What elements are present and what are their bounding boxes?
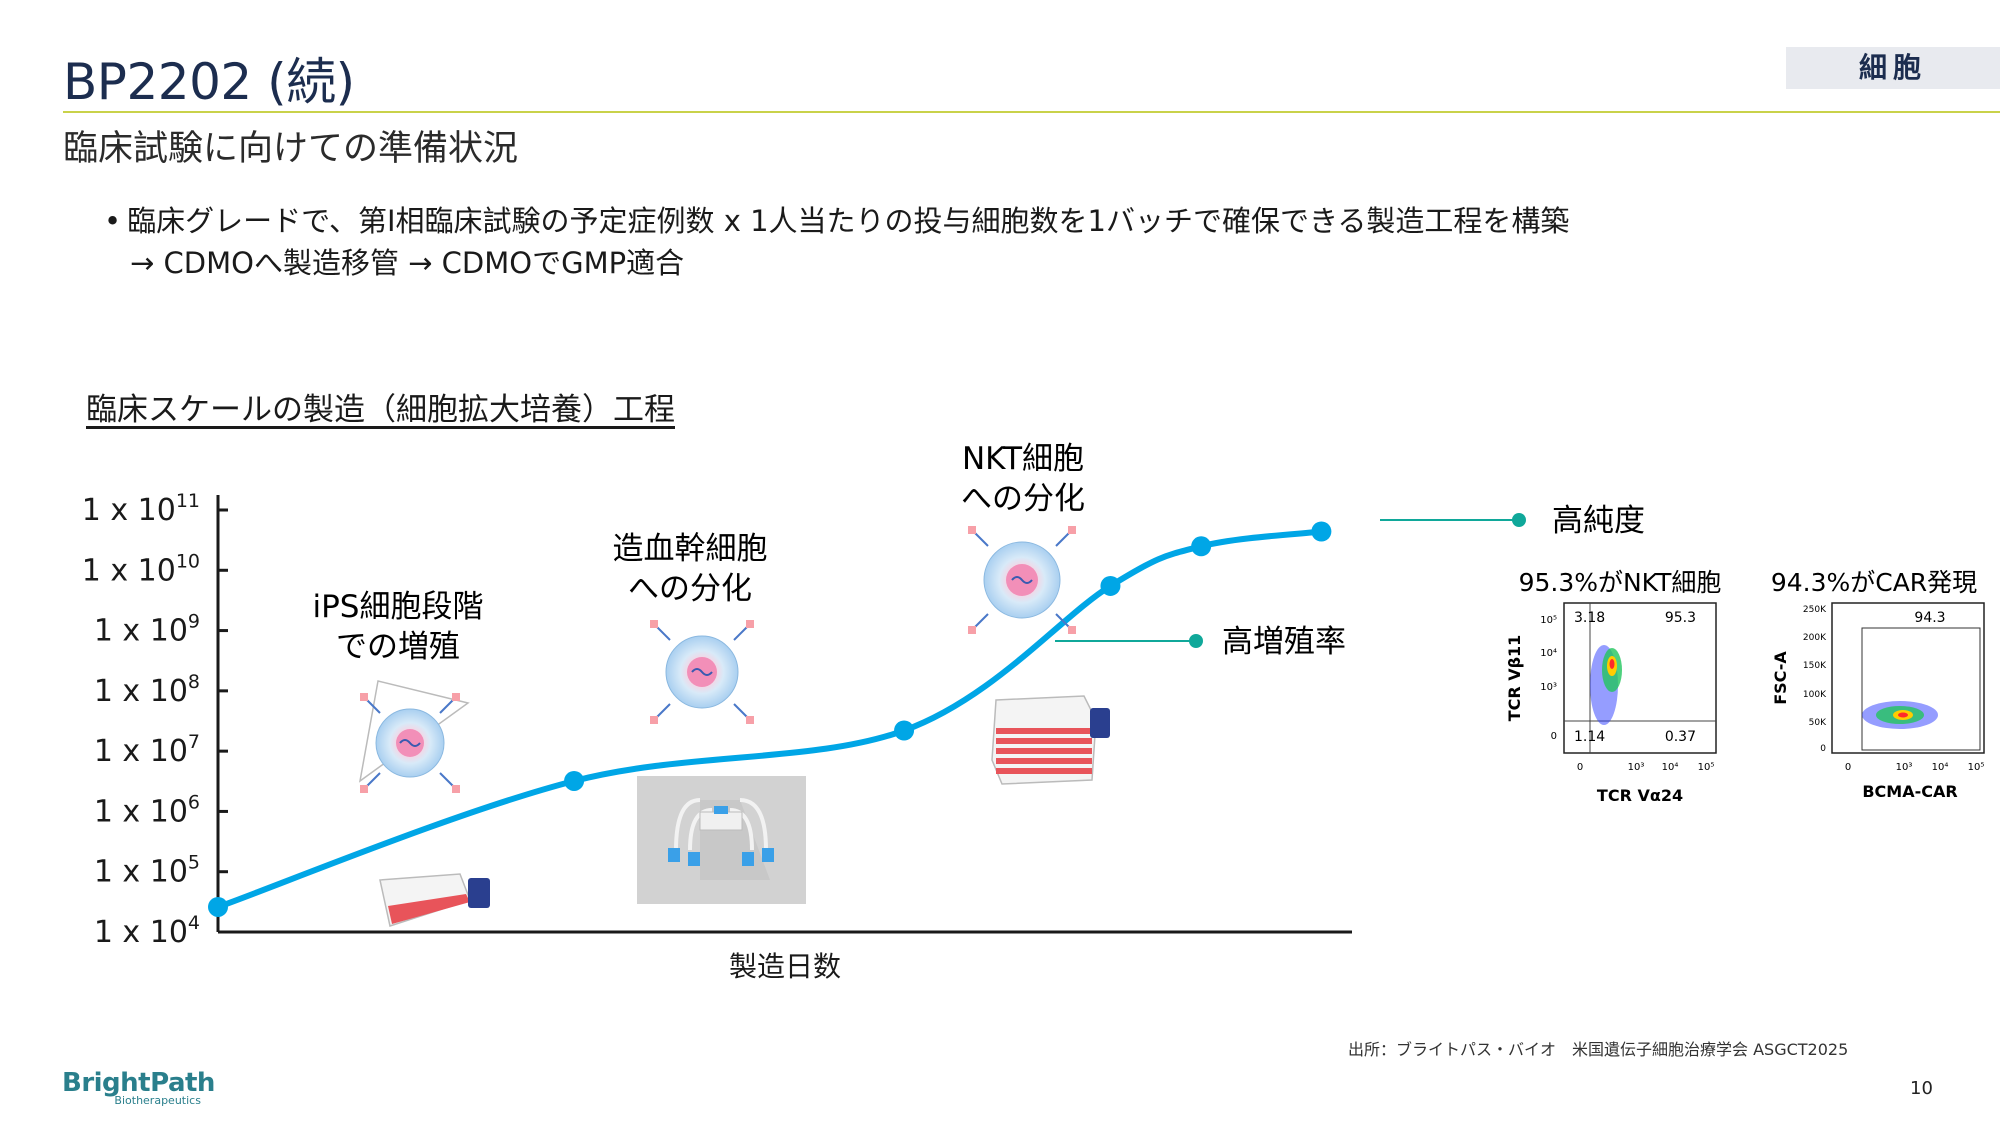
y-tick-label: 1 x 107 [94,731,200,769]
facs-car-gate: 94.3 [1914,610,1945,626]
page-subtitle: 臨床試験に向けての準備状況 [63,129,519,169]
y-tick-label: 1 x 1010 [82,550,200,588]
stage-label-nkt-line1: NKT細胞 [962,441,1084,477]
y-tick-label: 1 x 108 [94,671,200,709]
data-point [1311,521,1332,542]
facs-car-xtick: 0 [1845,762,1851,773]
data-point [1191,536,1212,557]
data-point [208,896,228,917]
y-tick-label: 1 x 104 [94,912,200,950]
facs-nkt-xtick: 0 [1577,762,1583,773]
y-ticks: 1 x 104 1 x 105 1 x 106 1 x 107 1 x 108 1 x 1… [82,490,228,950]
bullet-line-1: 臨床グレードで、第I相臨床試験の予定症例数 x 1人当たりの投与細胞数を1バッチ… [127,204,1570,238]
facs-nkt-xtick: 10³ [1628,762,1645,773]
annotation-high-proliferation: 高増殖率 [1222,624,1346,660]
data-points [208,521,1332,917]
data-point [894,720,915,741]
bullet-line-2: → CDMOへ製造移管 → CDMOでGMP適合 [130,246,685,280]
logo-sub-text: Biotherapeutics [114,1094,201,1107]
y-tick-label: 1 x 109 [94,611,200,649]
facs-car-ytick: 150K [1803,661,1827,671]
category-tag: 細胞 [1786,47,2000,89]
facs-car-xtick: 10⁵ [1968,762,1985,773]
facs-nkt-xtick: 10⁵ [1698,762,1715,773]
source-note: 出所：ブライトパス・バイオ 米国遺伝子細胞治療学会 ASGCT2025 [1348,1040,1849,1059]
facs-nkt-q-ul: 3.18 [1574,610,1605,626]
stage-label-ips-line2: での増殖 [336,629,460,665]
section-title: 臨床スケールの製造（細胞拡大培養）工程 [86,392,675,428]
facs-car-ytick: 250K [1803,605,1827,615]
facs-nkt-xtick: 10⁴ [1662,762,1679,773]
stage-label-hsc-line2: への分化 [628,571,752,607]
stage-label-ips-line1: iPS細胞段階 [313,589,484,625]
facs-car-caption: 94.3%がCAR発現 [1771,568,1977,597]
facs-car-xlabel: BCMA-CAR [1862,782,1957,801]
facs-nkt-ytick: 10⁵ [1540,615,1557,626]
facs-car-ytick: 200K [1803,633,1827,643]
facs-nkt-caption: 95.3%がNKT細胞 [1519,568,1722,597]
proliferation-leader-dot [1189,634,1203,648]
facs-car-xtick: 10⁴ [1932,762,1949,773]
facs-nkt-q-ur: 95.3 [1665,610,1696,626]
facs-nkt-ytick: 10³ [1540,682,1557,693]
facs-car-ytick: 0 [1820,744,1826,754]
facs-nkt-q-ll: 1.14 [1574,729,1605,745]
ips-cell-icon [358,680,470,793]
facs-nkt-ytick: 0 [1551,731,1557,742]
data-point [564,770,585,791]
y-tick-label: 1 x 105 [94,852,200,890]
facs-car-xtick: 10³ [1896,762,1913,773]
facs-plot-car: 94.3%がCAR発現 94.3 250K 200K 150K 100K 50K… [1771,568,1985,801]
stage-label-hsc-line1: 造血幹細胞 [613,531,768,567]
data-point [1100,575,1121,596]
facs-nkt-q-lr: 0.37 [1665,729,1696,745]
annotation-high-purity: 高純度 [1552,503,1645,539]
nkt-cell-icon [968,526,1076,634]
facs-nkt-xlabel: TCR Vα24 [1597,786,1683,805]
purity-leader-dot [1512,513,1526,527]
facs-car-ytick: 50K [1809,718,1827,728]
bullet-dot: • [104,204,122,238]
multilayer-flask-icon [991,695,1110,785]
facs-plot-nkt: 95.3%がNKT細胞 3.18 95.3 1.14 0.37 10⁵ 10⁴ … [1505,568,1721,805]
facs-nkt-ytick: 10⁴ [1540,648,1557,659]
stage-label-nkt-line2: への分化 [961,481,1085,517]
facs-nkt-ylabel: TCR Vβ11 [1505,635,1524,722]
bullet-point: •臨床グレードで、第I相臨床試験の予定症例数 x 1人当たりの投与細胞数を1バッ… [104,200,1569,284]
facs-car-ytick: 100K [1803,690,1827,700]
culture-flask-icon [379,873,490,927]
company-logo: BrightPath Biotherapeutics [62,1068,215,1107]
page-title: BP2202 (続) [63,53,355,111]
hsc-cell-icon [650,620,754,724]
facs-car-ylabel: FSC-A [1771,651,1790,705]
title-underline [63,111,2000,113]
x-axis-label: 製造日数 [729,950,841,983]
bioreactor-icon [637,776,806,904]
y-tick-label: 1 x 1011 [82,490,200,528]
logo-main-text: BrightPath [62,1068,215,1098]
page-number: 10 [1910,1078,1933,1099]
y-tick-label: 1 x 106 [94,791,200,829]
